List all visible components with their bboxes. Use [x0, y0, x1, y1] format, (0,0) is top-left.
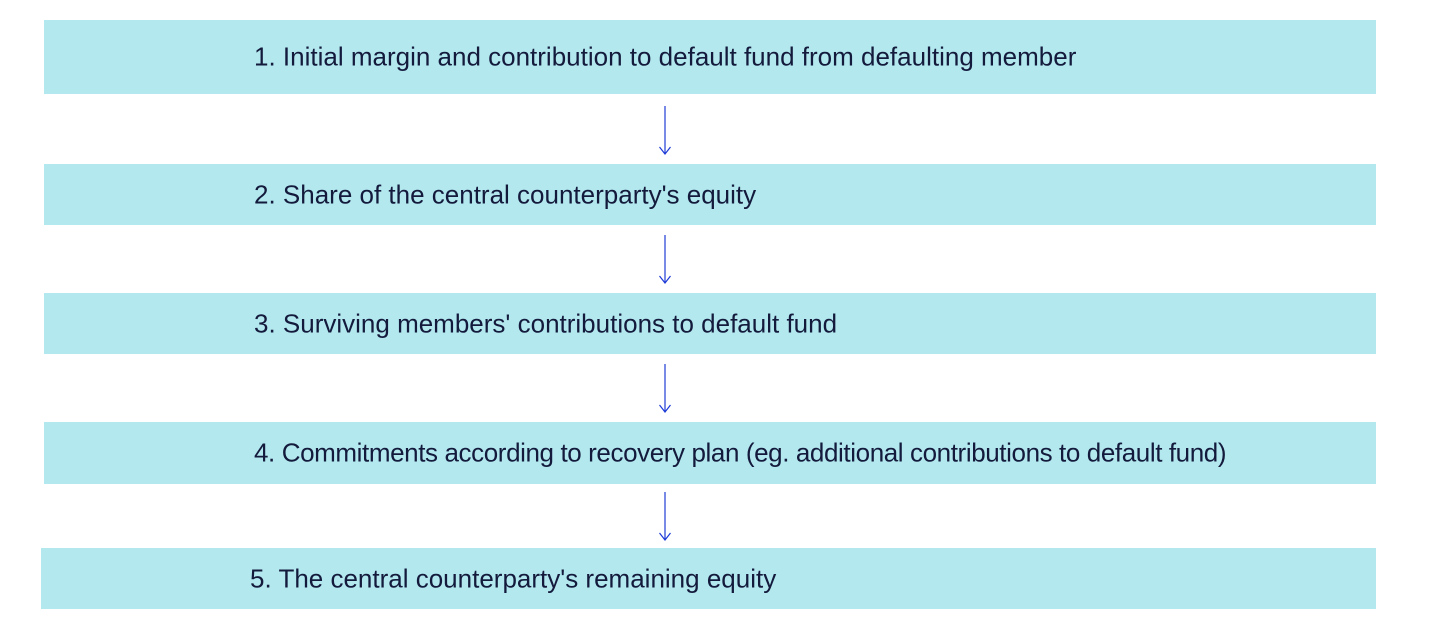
step-label-3: 3. Surviving members' contributions to d… [254, 308, 838, 338]
down-arrow-icon [658, 106, 672, 156]
down-arrow-icon [658, 235, 672, 285]
step-label-1: 1. Initial margin and contribution to de… [254, 41, 1077, 72]
step-box-5: 5. The central counterparty's remaining … [41, 548, 1376, 609]
step-box-4: 4. Commitments according to recovery pla… [44, 422, 1376, 484]
step-label-2: 2. Share of the central counterparty's e… [254, 179, 757, 209]
step-box-3: 3. Surviving members' contributions to d… [44, 293, 1376, 354]
step-box-1: 1. Initial margin and contribution to de… [44, 20, 1376, 94]
step-label-4: 4. Commitments according to recovery pla… [254, 437, 1227, 468]
down-arrow-icon [658, 492, 672, 542]
down-arrow-icon [658, 364, 672, 414]
step-box-2: 2. Share of the central counterparty's e… [44, 164, 1376, 225]
step-label-5: 5. The central counterparty's remaining … [250, 563, 777, 593]
